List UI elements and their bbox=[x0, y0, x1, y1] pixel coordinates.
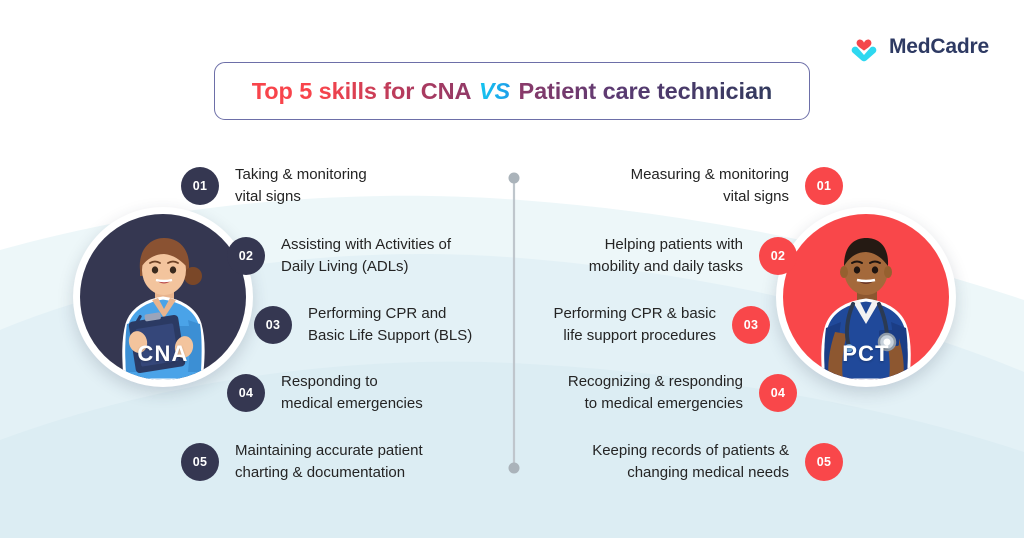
avatar-pct: PCT bbox=[776, 207, 956, 387]
skill-row-cna-3: 03 Performing CPR and Basic Life Support… bbox=[254, 303, 472, 347]
skill-label: Taking & monitoring vital signs bbox=[235, 166, 367, 205]
skill-number-badge: 05 bbox=[181, 442, 219, 481]
title-vs: VS bbox=[478, 77, 511, 104]
skill-label: Maintaining accurate patient charting & … bbox=[235, 442, 423, 481]
skill-number-badge: 03 bbox=[732, 305, 770, 344]
skill-row-cna-5: 05 Maintaining accurate patient charting… bbox=[181, 440, 423, 484]
logo-text: MedCadre bbox=[889, 34, 989, 58]
skill-label: Responding to medical emergencies bbox=[281, 373, 423, 412]
skill-number-badge: 04 bbox=[227, 373, 265, 412]
skill-label: Recognizing & responding to medical emer… bbox=[567, 373, 743, 412]
title-part-1: Top 5 skills for CNA bbox=[251, 77, 477, 104]
brand-logo[interactable]: MedCadre bbox=[848, 30, 989, 62]
skill-row-cna-4: 04 Responding to medical emergencies bbox=[227, 371, 423, 415]
avatar-cna: CNA bbox=[73, 207, 253, 387]
title-banner: Top 5 skills for CNA VS Patient care tec… bbox=[214, 62, 810, 120]
skill-row-cna-1: 01 Taking & monitoring vital signs bbox=[181, 164, 367, 208]
skill-row-cna-2: 02 Assisting with Activities of Daily Li… bbox=[227, 234, 451, 278]
skill-number-badge: 02 bbox=[227, 236, 265, 275]
title-part-2: Patient care technician bbox=[512, 77, 773, 104]
skill-label: Performing CPR & basic life support proc… bbox=[553, 305, 716, 344]
skill-number-badge: 02 bbox=[759, 236, 797, 275]
skill-number-badge: 04 bbox=[759, 373, 797, 412]
skill-label: Measuring & monitoring vital signs bbox=[630, 166, 789, 205]
avatar-cna-label: CNA bbox=[137, 341, 189, 366]
skill-row-pct-5: 05 Keeping records of patients & changin… bbox=[592, 440, 843, 484]
medcadre-logo-icon bbox=[851, 39, 877, 62]
skill-number-badge: 05 bbox=[805, 442, 843, 481]
skill-label: Keeping records of patients & changing m… bbox=[592, 442, 789, 481]
skill-number-badge: 01 bbox=[181, 166, 219, 205]
skill-label: Performing CPR and Basic Life Support (B… bbox=[308, 305, 473, 344]
skill-number-badge: 03 bbox=[254, 305, 292, 344]
center-divider bbox=[508, 172, 520, 474]
page-title: Top 5 skills for CNA VS Patient care tec… bbox=[252, 78, 772, 105]
skill-label: Helping patients with mobility and daily… bbox=[588, 236, 743, 275]
skill-row-pct-4: 04 Recognizing & responding to medical e… bbox=[568, 371, 797, 415]
skill-row-pct-1: 01 Measuring & monitoring vital signs bbox=[631, 164, 843, 208]
skill-row-pct-2: 02 Helping patients with mobility and da… bbox=[589, 234, 797, 278]
skill-label: Assisting with Activities of Daily Livin… bbox=[281, 236, 452, 275]
avatar-pct-label: PCT bbox=[842, 341, 890, 366]
skill-row-pct-3: 03 Performing CPR & basic life support p… bbox=[553, 303, 770, 347]
skill-number-badge: 01 bbox=[805, 166, 843, 205]
